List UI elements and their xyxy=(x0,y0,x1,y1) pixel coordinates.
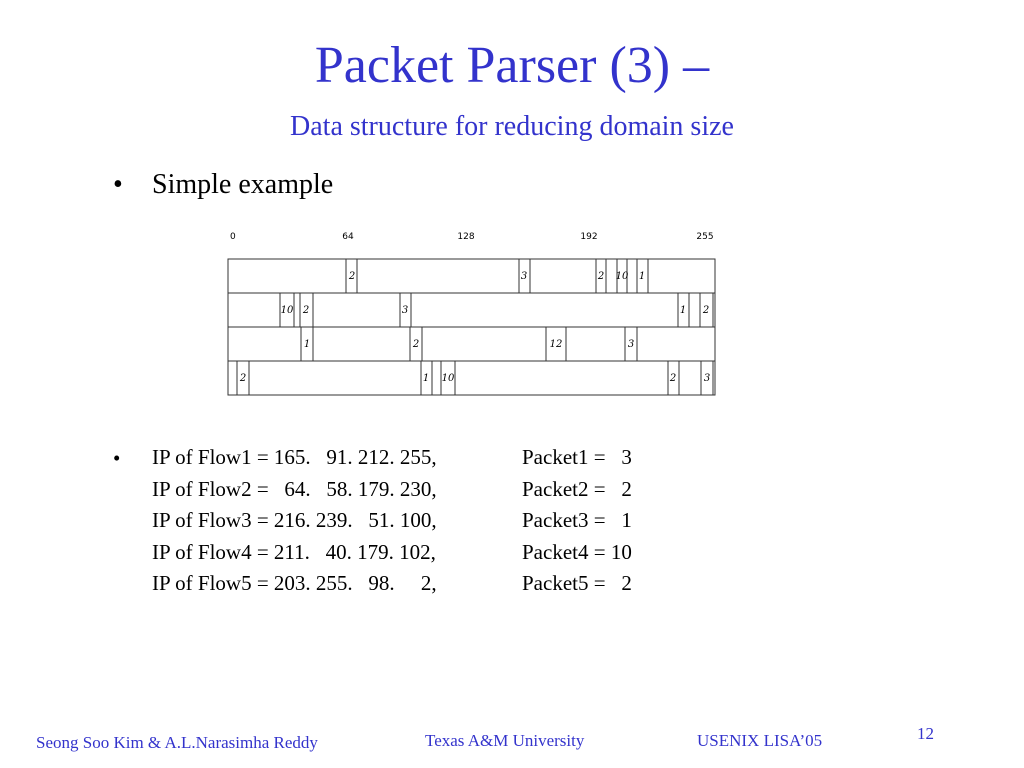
cell-label: 2 xyxy=(412,339,419,350)
tick-label: 192 xyxy=(580,232,597,242)
cell-label: 3 xyxy=(704,373,710,384)
flow-ip: IP of Flow3 = 216. 239. 51. 100, xyxy=(152,508,437,532)
flow-row: IP of Flow4 = 211. 40. 179. 102, Packet4 … xyxy=(152,537,632,569)
cell-label: 1 xyxy=(304,339,310,350)
tick-label: 255 xyxy=(696,232,713,242)
cell-label: 10 xyxy=(281,305,294,316)
footer-university: Texas A&M University xyxy=(425,731,585,750)
cell-label: 2 xyxy=(348,271,355,282)
bitmap-row xyxy=(227,292,716,328)
cell-label: 1 xyxy=(639,271,645,282)
cell-label: 2 xyxy=(239,373,246,384)
footer-authors: Seong Soo Kim & A.L.Narasimha Reddy xyxy=(36,733,318,752)
flow-list: IP of Flow1 = 165. 91. 212. 255, Packet1 … xyxy=(152,442,632,600)
flow-row: IP of Flow1 = 165. 91. 212. 255, Packet1 … xyxy=(152,442,632,474)
bitmap-row xyxy=(227,360,716,396)
cell-label: 12 xyxy=(550,339,563,350)
flow-row: IP of Flow3 = 216. 239. 51. 100, Packet3 … xyxy=(152,505,632,537)
flow-row: IP of Flow2 = 64. 58. 179. 230, Packet2 =… xyxy=(152,474,632,506)
cell-label: 1 xyxy=(680,305,686,316)
cell-label: 10 xyxy=(442,373,455,384)
footer-page-number: 12 xyxy=(917,724,934,743)
footer-conference: USENIX LISA’05 xyxy=(697,731,823,750)
tick-label: 64 xyxy=(342,232,354,242)
flow-ip: IP of Flow2 = 64. 58. 179. 230, xyxy=(152,476,437,501)
cell-label: 2 xyxy=(302,305,309,316)
bullet-marker: • xyxy=(113,169,123,200)
cell-label: 2 xyxy=(597,271,604,282)
flow-packet: Packet1 = 3 xyxy=(522,445,632,469)
bullet-text: Simple example xyxy=(152,169,334,200)
tick-label: 128 xyxy=(457,232,474,242)
flow-packet: Packet3 = 1 xyxy=(522,508,632,532)
flow-packet: Packet4 = 10 xyxy=(522,539,632,564)
cell-label: 2 xyxy=(669,373,676,384)
cell-label: 2 xyxy=(702,305,709,316)
cell-label: 3 xyxy=(628,339,634,350)
bullet-marker-flows: • xyxy=(113,446,121,470)
cell-label: 3 xyxy=(521,271,527,282)
flow-ip: IP of Flow5 = 203. 255. 98. 2, xyxy=(152,571,437,595)
flow-packet: Packet2 = 2 xyxy=(522,476,632,501)
flow-packet: Packet5 = 2 xyxy=(522,571,632,595)
cell-label: 3 xyxy=(402,305,408,316)
cell-label: 1 xyxy=(423,373,429,384)
tick-label: 0 xyxy=(230,232,236,242)
slide-subtitle: Data structure for reducing domain size xyxy=(290,111,734,142)
cell-label: 10 xyxy=(616,271,629,282)
flow-ip: IP of Flow4 = 211. 40. 179. 102, xyxy=(152,539,436,564)
flow-ip: IP of Flow1 = 165. 91. 212. 255, xyxy=(152,445,437,469)
slide-title: Packet Parser (3) – xyxy=(314,37,710,94)
flow-row: IP of Flow5 = 203. 255. 98. 2, Packet5 = … xyxy=(152,568,632,600)
